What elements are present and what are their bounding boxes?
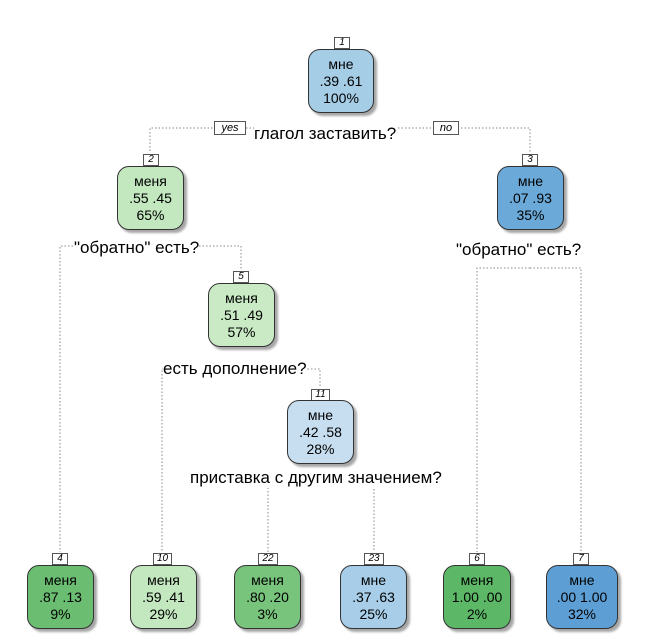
node-class: меня [225,290,258,306]
node-probs: .80 .20 [246,589,289,605]
tree-leaf-7: мне .00 1.00 32% [546,565,618,629]
tree-leaf-22: меня .80 .20 3% [234,565,301,629]
split-label-root: глагол заставить? [254,124,397,144]
node-id: 23 [364,553,384,565]
node-id: 1 [334,37,350,49]
node-id: 4 [52,553,68,565]
node-percent: 57% [227,324,256,340]
edge-11-22 [267,479,320,552]
no-label: no [433,121,459,135]
tree-leaf-10: меня .59 .41 29% [130,565,197,629]
split-label-node-2: "обратно" есть? [74,238,200,258]
node-probs: 1.00 .00 [451,589,503,605]
node-class: мне [517,173,544,189]
node-class: мне [360,572,387,588]
node-class: меня [460,572,494,588]
edge-3-6 [476,267,530,552]
tree-node-1: мне .39 .61 100% [308,49,374,113]
node-probs: .37 .63 [352,589,395,605]
node-percent: 28% [306,441,335,457]
node-class: мне [569,572,595,588]
edge-3-7 [530,267,582,552]
node-class: меня [44,572,77,588]
node-percent: 3% [257,606,278,622]
node-percent: 2% [466,606,488,622]
node-percent: 9% [50,606,71,622]
node-percent: 25% [359,606,388,622]
node-percent: 35% [516,207,545,223]
node-id: 6 [469,553,485,565]
edge-5-10 [161,368,241,552]
split-label-node-3: "обратно" есть? [456,240,582,260]
node-percent: 65% [136,207,165,223]
node-id: 7 [573,553,589,565]
edge-2-4 [59,245,150,552]
node-percent: 32% [567,606,597,622]
node-percent: 29% [149,606,178,622]
node-probs: .51 .49 [220,307,263,323]
split-label-node-11: приставка с другим значением? [190,468,442,488]
node-probs: .07 .93 [509,190,552,206]
tree-leaf-4: меня .87 .13 9% [27,565,94,629]
tree-node-5: меня .51 .49 57% [208,283,275,347]
node-id: 22 [258,553,278,565]
edge-5-11 [241,368,321,388]
node-class: меня [251,572,284,588]
tree-leaf-23: мне .37 .63 25% [340,565,407,629]
node-class: мне [307,407,334,423]
yes-label: yes [214,121,246,135]
node-id: 5 [233,271,249,283]
edge-2-5 [150,245,242,270]
node-class: меня [147,572,180,588]
edge-11-23 [320,479,375,552]
node-class: мне [328,56,354,72]
tree-node-11: мне .42 .58 28% [287,400,354,464]
node-probs: .59 .41 [142,589,185,605]
node-class: меня [134,173,167,189]
split-label-node-5: есть дополнение? [163,359,307,379]
node-probs: .00 1.00 [556,589,608,605]
tree-node-3: мне .07 .93 35% [497,166,564,230]
node-probs: .87 .13 [39,589,82,605]
node-probs: .42 .58 [299,424,342,440]
node-probs: .39 .61 [319,73,363,89]
node-probs: .55 .45 [129,190,172,206]
node-id: 3 [522,154,538,166]
node-id: 2 [143,154,159,166]
tree-leaf-6: меня 1.00 .00 2% [443,565,511,629]
tree-node-2: меня .55 .45 65% [117,166,184,230]
node-percent: 100% [323,90,359,106]
node-id: 10 [153,553,172,565]
